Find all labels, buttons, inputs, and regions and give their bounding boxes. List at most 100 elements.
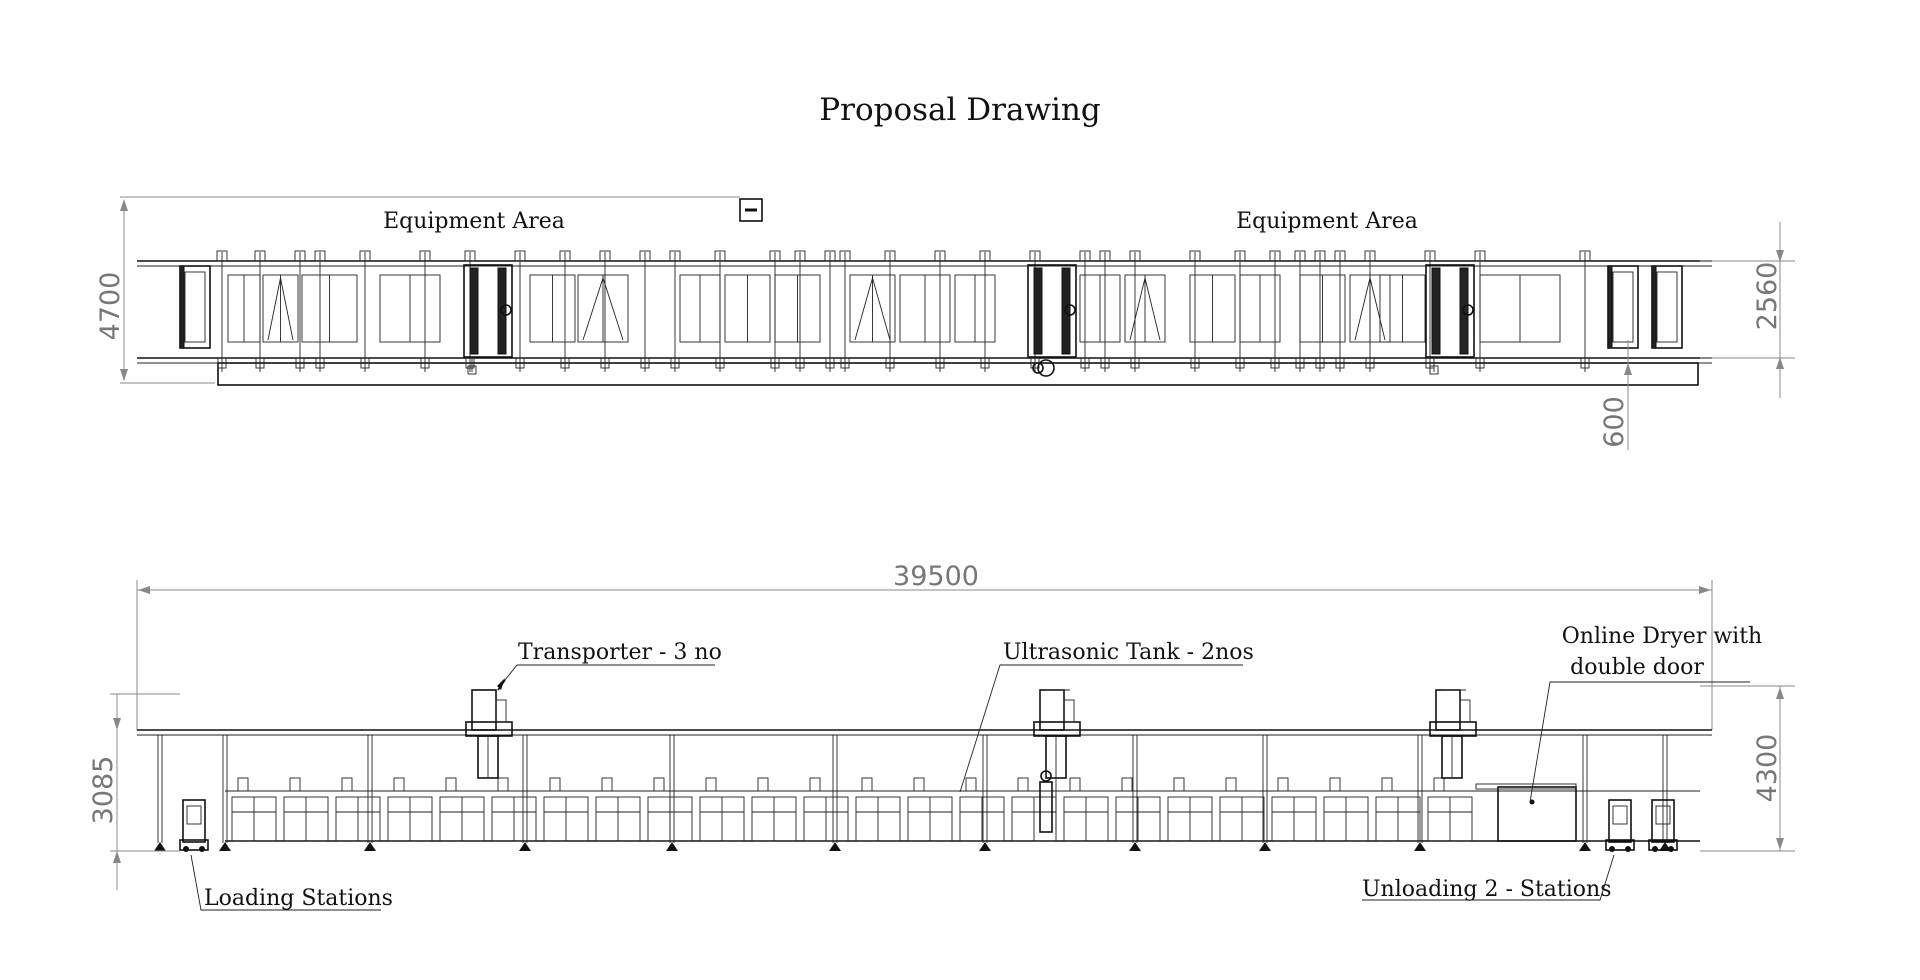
top-tank-cell [262, 274, 299, 343]
callout-transporter: Transporter - 3 no [518, 640, 722, 665]
front-post [219, 735, 231, 851]
top-tank-cell [1379, 274, 1426, 343]
top-unloading-station-1 [1607, 265, 1639, 349]
top-view-tanks [227, 274, 1561, 343]
top-view: Equipment Area Equipment Area 4700 2560 [95, 196, 1795, 450]
front-tank-cell [491, 777, 537, 842]
top-post [1579, 250, 1591, 372]
front-tank-cell [1323, 777, 1369, 842]
top-loading-station [179, 265, 211, 349]
front-post [1579, 735, 1591, 851]
top-tank-cell [1079, 274, 1121, 343]
front-tank-cell [1219, 777, 1265, 842]
front-tank-cell [751, 777, 797, 842]
front-unloading-station-2 [1648, 799, 1678, 852]
top-post [419, 250, 431, 372]
top-tank-cell [1479, 274, 1561, 343]
front-tank-cell [803, 777, 849, 842]
top-tank-cell [679, 274, 721, 343]
front-tank-cell [335, 777, 381, 842]
top-tank-cell [529, 274, 576, 343]
dim-600-text: 600 [1599, 396, 1630, 448]
front-tank-cell [855, 777, 901, 842]
top-post [216, 250, 228, 372]
front-post [1414, 735, 1426, 851]
front-transporter-1 [465, 678, 513, 779]
top-tank-cell [849, 274, 896, 343]
front-tank-cell [1063, 777, 1109, 842]
top-view-posts [216, 250, 1591, 372]
callout-dryer-line1: Online Dryer with [1562, 624, 1762, 649]
front-post [1259, 735, 1271, 851]
top-tank-cell [227, 274, 261, 343]
top-tank-cell [379, 274, 441, 343]
top-post [1314, 250, 1326, 372]
equipment-area-label-left: Equipment Area [383, 209, 565, 234]
dimension-4700: 4700 [95, 196, 740, 384]
dimension-4300: 4300 [1700, 685, 1795, 852]
top-post [1334, 250, 1346, 372]
top-post [1269, 250, 1281, 372]
top-tank-cell [1349, 274, 1391, 343]
front-tank-cell [231, 777, 277, 842]
dim-4300-text: 4300 [1752, 734, 1783, 803]
top-post [884, 250, 896, 372]
front-tank-cell [1115, 777, 1161, 842]
callout-dryer-line2: double door [1570, 655, 1704, 680]
front-post [829, 735, 841, 851]
top-tank-cell [1189, 274, 1236, 343]
top-transporter-3 [1425, 264, 1475, 375]
top-post [1189, 250, 1201, 372]
front-tank-cell [1375, 777, 1421, 842]
top-post [824, 250, 836, 372]
top-tank-cell [724, 274, 771, 343]
top-tank-cell [301, 274, 358, 343]
minus-box-icon [739, 198, 763, 222]
dim-2560-text: 2560 [1752, 262, 1783, 331]
front-tank-cell [1167, 777, 1213, 842]
front-post [666, 735, 678, 851]
front-tank-cell [283, 777, 329, 842]
front-post [1129, 735, 1141, 851]
top-post [314, 250, 326, 372]
front-view-posts [154, 735, 1671, 851]
front-tank-cell [543, 777, 589, 842]
top-post [639, 250, 651, 372]
callout-loading-stations: Loading Stations [204, 886, 393, 911]
top-transporter-1 [463, 264, 513, 375]
top-tank-cell [1124, 274, 1166, 343]
dimension-3085: 3085 [88, 693, 180, 890]
front-post [519, 735, 531, 851]
top-tank-cell [577, 274, 629, 343]
top-post [979, 250, 991, 372]
front-tank-cell [1427, 777, 1473, 842]
top-tank-cell [1239, 274, 1281, 343]
top-post [1129, 250, 1141, 372]
leader-lines [190, 664, 1750, 911]
top-post [839, 250, 851, 372]
top-tank-cell [774, 274, 821, 343]
top-post [1099, 250, 1111, 372]
top-tank-cell [1299, 274, 1346, 343]
callout-ultrasonic-tank: Ultrasonic Tank - 2nos [1003, 640, 1254, 665]
front-loading-station [179, 799, 209, 852]
dimension-2560: 2560 [1700, 222, 1795, 398]
front-tank-cell [1271, 777, 1317, 842]
top-tank-cell [899, 274, 951, 343]
front-tank-cell [595, 777, 641, 842]
dim-4700-text: 4700 [95, 272, 126, 341]
top-post [599, 250, 611, 372]
top-post [514, 250, 526, 372]
dimension-39500: 39500 [136, 561, 1713, 730]
dim-3085-text: 3085 [88, 756, 119, 825]
front-post [1659, 735, 1671, 851]
front-tank-cell [439, 777, 485, 842]
equipment-area-label-right: Equipment Area [1236, 209, 1418, 234]
front-tank-cell [387, 777, 433, 842]
top-post [559, 250, 571, 372]
front-tank-cell [699, 777, 745, 842]
front-unloading-station-1 [1605, 799, 1635, 852]
front-dryer [1475, 783, 1577, 842]
front-post [154, 735, 166, 851]
front-view-tanks [231, 777, 1473, 842]
